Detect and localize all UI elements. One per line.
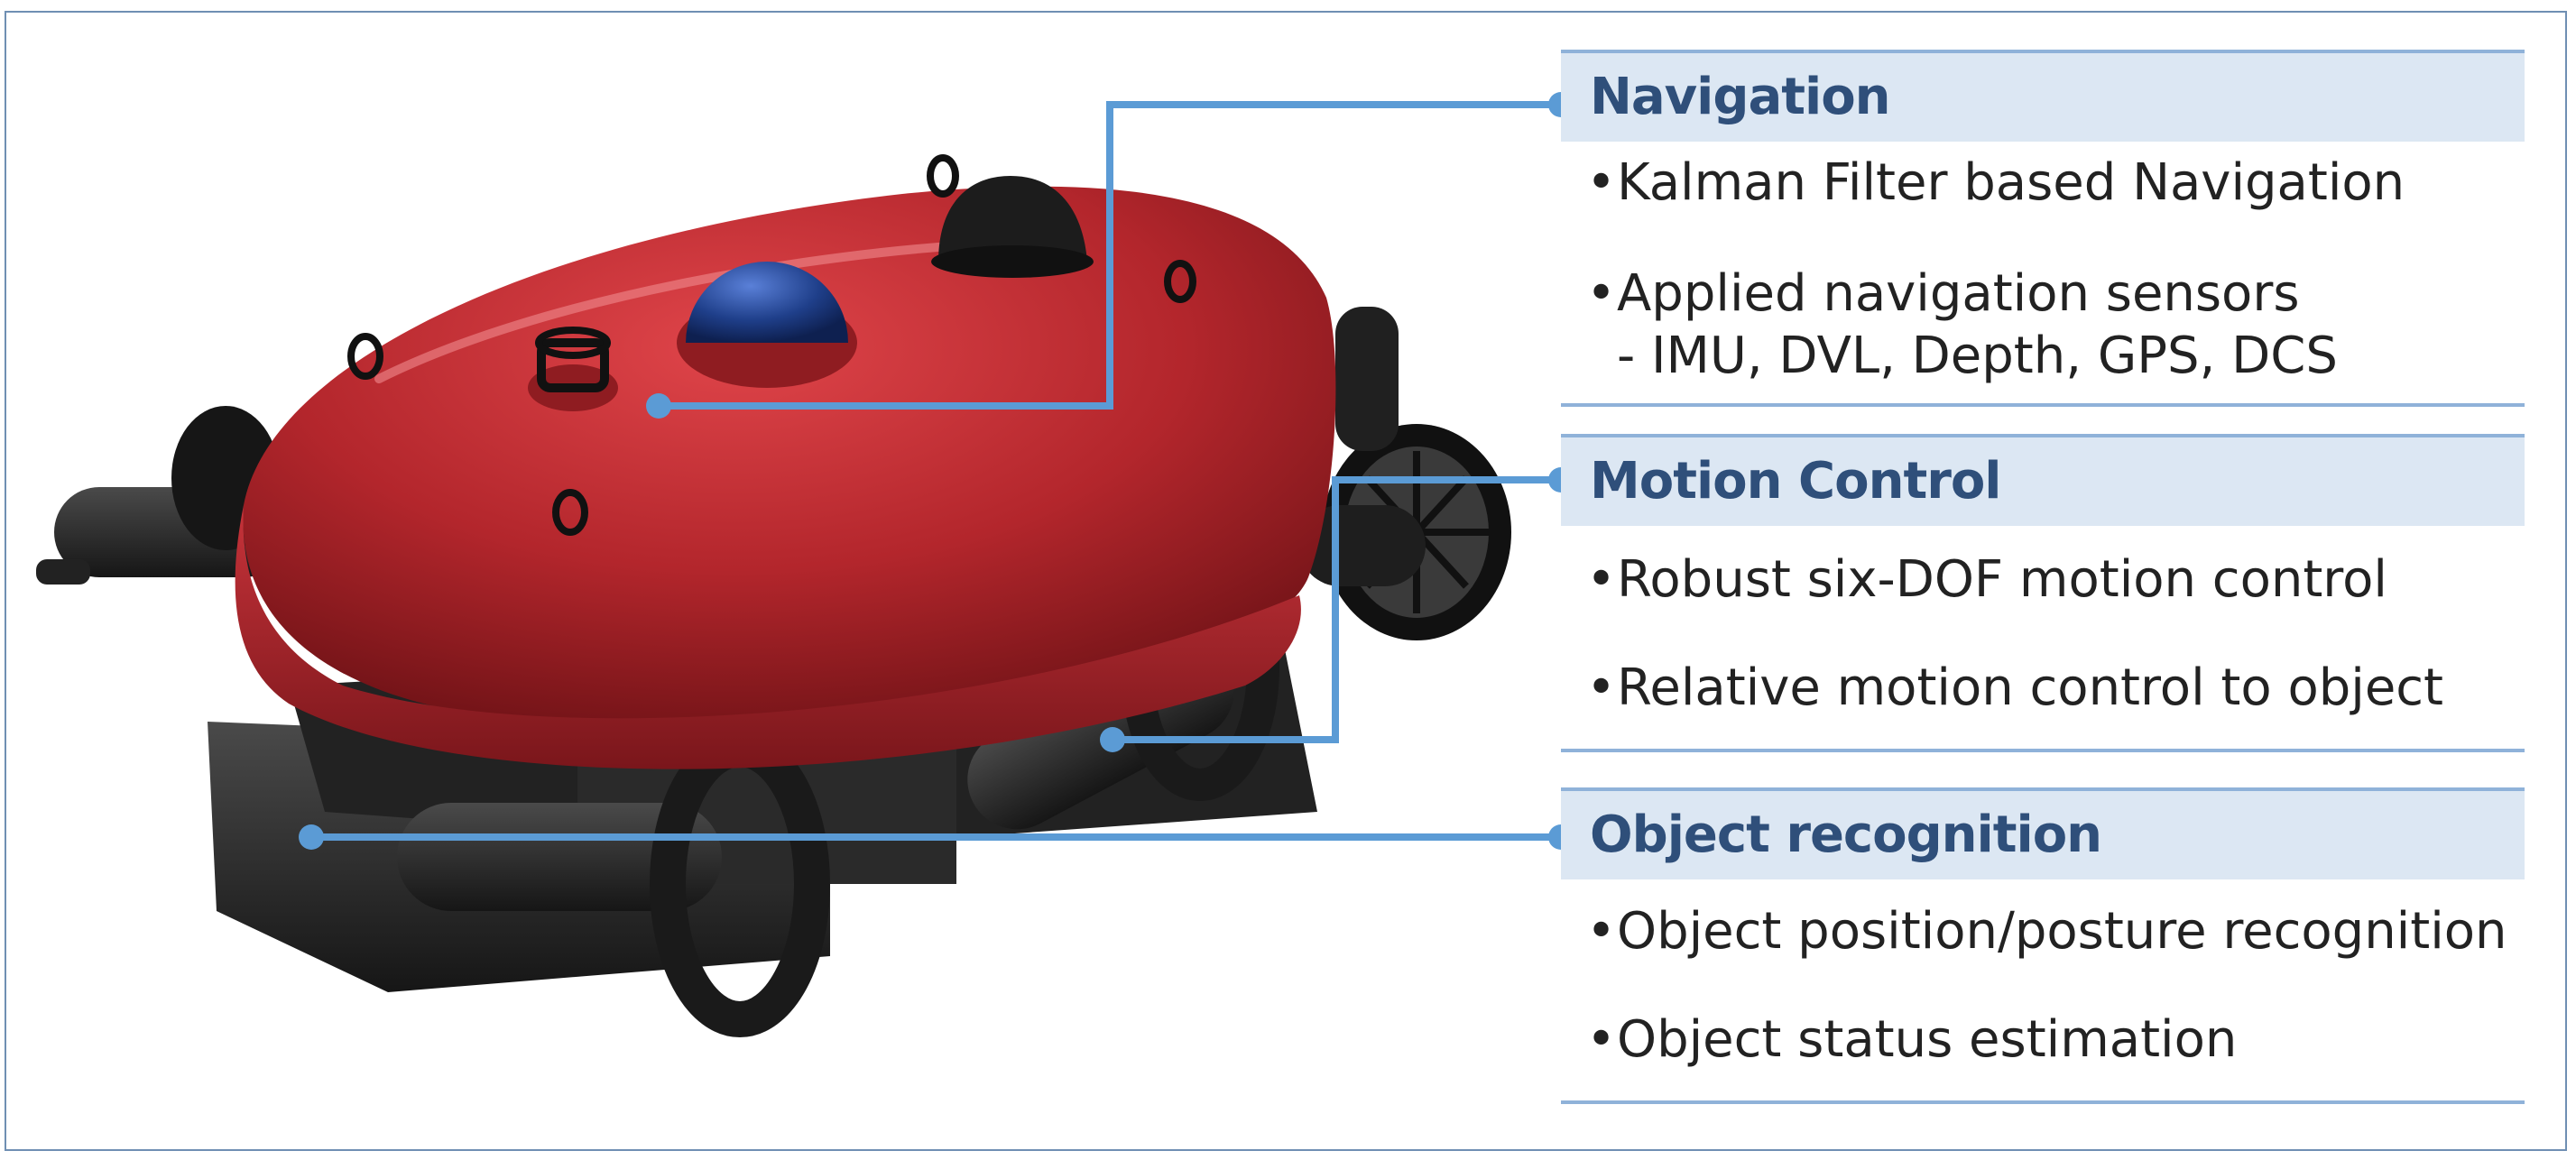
bullet-text: Object position/posture recognition <box>1617 902 2507 961</box>
bullet-text: Relative motion control to object <box>1617 658 2444 717</box>
bullet-navigation-1: •Kalman Filter based Navigation <box>1586 153 2405 212</box>
bullet-dot-icon: • <box>1586 902 1617 961</box>
section-object-recognition-title: Object recognition <box>1590 806 2102 864</box>
bullet-text: Object status estimation <box>1617 1010 2238 1069</box>
anchor-dot-navigation-robot <box>646 393 671 419</box>
anchor-dot-motion-robot <box>1100 727 1125 752</box>
rov-hull <box>235 186 1336 769</box>
section-object-recognition-header: Object recognition <box>1561 787 2525 879</box>
bullet-text: Robust six-DOF motion control <box>1617 550 2387 609</box>
bullet-navigation-2: •Applied navigation sensors <box>1586 264 2300 323</box>
section-navigation-rule <box>1561 403 2525 407</box>
section-navigation-title: Navigation <box>1590 68 1891 126</box>
bullet-object-1: •Object position/posture recognition <box>1586 902 2507 961</box>
bullet-dot-icon: • <box>1586 153 1617 212</box>
bullet-text: Applied navigation sensors <box>1617 264 2300 323</box>
bullet-dot-icon: • <box>1586 1010 1617 1069</box>
leader-motion-control <box>1113 476 1561 743</box>
bullet-text: Kalman Filter based Navigation <box>1617 153 2405 212</box>
section-object-recognition-rule <box>1561 1100 2525 1104</box>
bullet-dot-icon: • <box>1586 658 1617 717</box>
bullet-dot-icon: • <box>1586 550 1617 609</box>
section-motion-control-title: Motion Control <box>1590 452 2001 511</box>
leader-lines <box>311 101 1561 841</box>
rov-top-sensors <box>347 154 1196 536</box>
figure-frame <box>5 11 2567 1151</box>
bullet-dot-icon: • <box>1586 264 1617 323</box>
bullet-navigation-sub: - IMU, DVL, Depth, GPS, DCS <box>1617 327 2338 385</box>
section-motion-control-header: Motion Control <box>1561 434 2525 526</box>
anchor-dot-object-robot <box>299 824 324 850</box>
bullet-motion-2: •Relative motion control to object <box>1586 658 2443 717</box>
bullet-motion-1: •Robust six-DOF motion control <box>1586 550 2387 609</box>
section-navigation-header: Navigation <box>1561 50 2525 142</box>
bullet-object-2: •Object status estimation <box>1586 1010 2237 1069</box>
leader-navigation <box>659 101 1561 410</box>
section-motion-control-rule <box>1561 749 2525 752</box>
